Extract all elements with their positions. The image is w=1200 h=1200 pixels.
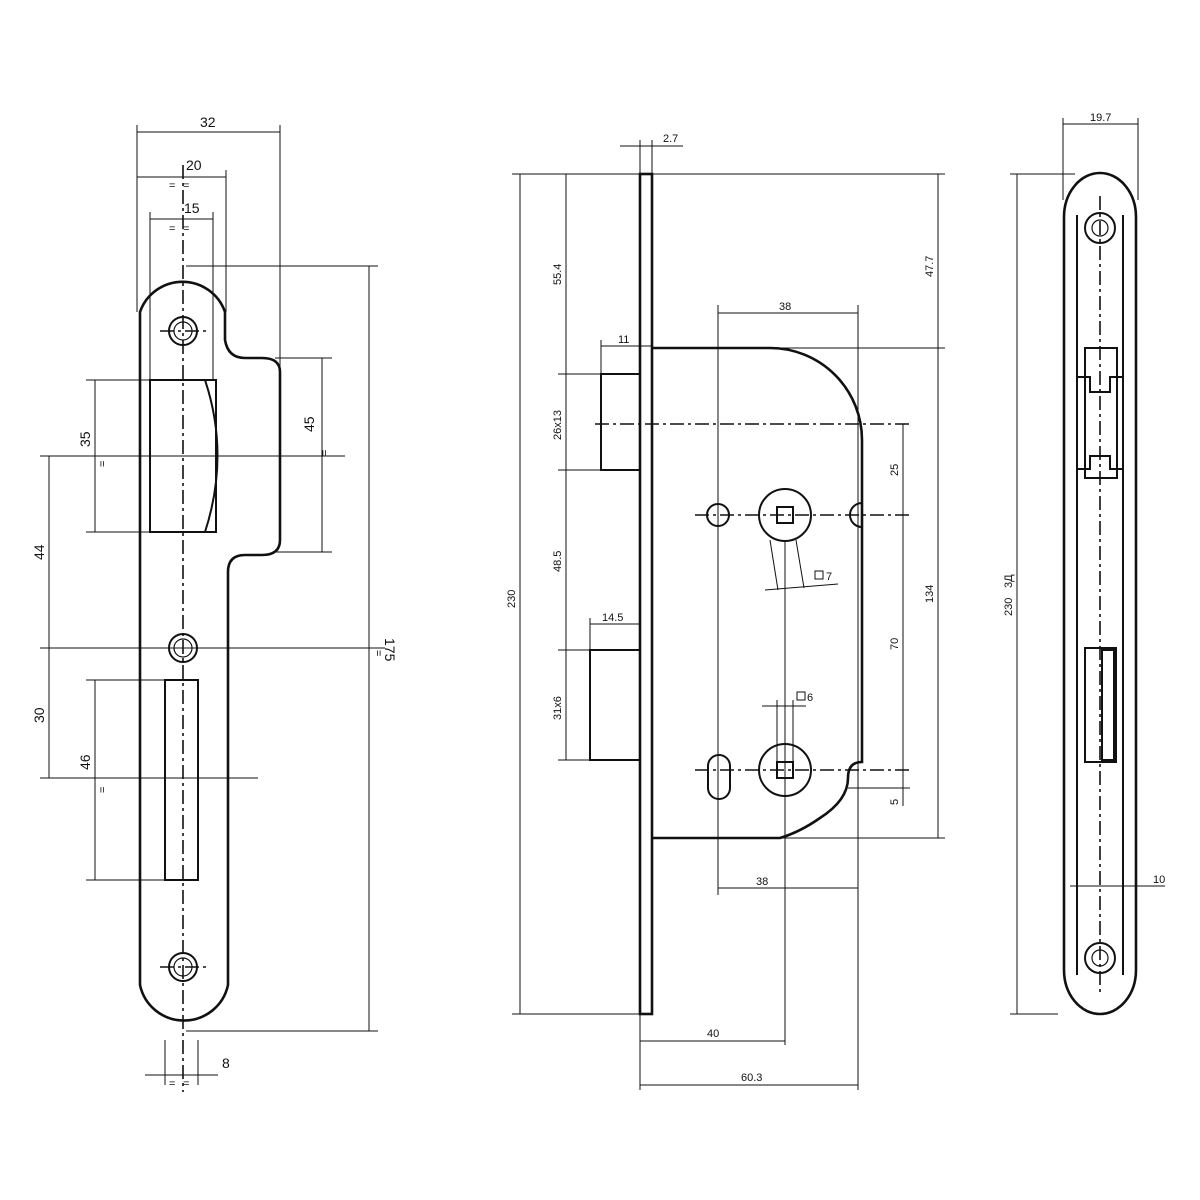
dim-175-label: 175: [382, 638, 398, 662]
dim-47-7-label: 47.7: [924, 256, 936, 277]
dim-38-bottom-label: 38: [756, 876, 768, 888]
dim-70-label: 70: [889, 638, 901, 650]
faceplate-screw-top-icon: [1084, 212, 1116, 244]
dim-8-equal-mark: =: [169, 1078, 175, 1090]
dim-46-label: 46: [77, 754, 93, 770]
faceplate-outline: [1062, 171, 1138, 1016]
dim-11-label: 11: [618, 334, 629, 346]
fixing-slot-lower-icon: [707, 754, 731, 800]
faceplate-screw-top-inner-icon: [1091, 219, 1109, 237]
dim-8-label: 8: [222, 1055, 230, 1071]
faceplate-side: [638, 172, 654, 1016]
dim-40-label: 40: [707, 1028, 719, 1040]
dim-25-label: 25: [889, 464, 901, 476]
square-7-symbol-icon: [814, 570, 824, 580]
dim-32-label: 32: [200, 114, 216, 130]
dim-38-top-label: 38: [779, 301, 791, 313]
dim-20-equal-mark: =: [169, 180, 175, 192]
dim-20-label: 20: [186, 157, 202, 173]
dim-60-3-label: 60.3: [741, 1072, 762, 1084]
dim-2-7-label: 2.7: [663, 133, 678, 145]
dim-20-equal-mark-2: =: [183, 180, 189, 192]
dim-square-7-label: 7: [826, 571, 832, 583]
dim-31x6-label: 31x6: [552, 696, 564, 720]
faceplate-screw-bottom-icon: [1084, 942, 1116, 974]
dim-15-equal-mark-2: =: [183, 223, 189, 235]
strike-plate-outline: [138, 280, 282, 1022]
dim-175-equal-mark: =: [372, 650, 384, 656]
faceplate-view: 19.7 230 3Д 10: [1003, 112, 1165, 1016]
dim-46-equal-mark: =: [97, 787, 109, 793]
latch-bolt: [600, 373, 641, 471]
dim-134-label: 134: [924, 585, 936, 603]
dim-230-right-note: 3Д: [1003, 574, 1015, 588]
dim-square-7-leader-a: [769, 539, 779, 591]
dim-45-equal-mark: =: [319, 450, 331, 456]
lock-case-outline: [652, 346, 864, 840]
dim-26x13-label: 26x13: [552, 410, 564, 440]
dim-55-4-label: 55.4: [552, 264, 564, 285]
dim-8-equal-mark-2: =: [183, 1078, 189, 1090]
dim-14-5-label: 14.5: [602, 612, 623, 624]
dim-230-right-label: 230: [1003, 598, 1015, 616]
latch-opening: [1084, 347, 1118, 479]
dim-35-label: 35: [77, 431, 93, 447]
dim-15-equal-mark: =: [169, 223, 175, 235]
dim-44-label: 44: [31, 544, 47, 560]
dim-45-label: 45: [301, 416, 317, 432]
dim-10-label: 10: [1153, 874, 1165, 886]
dim-square-7-leader-b: [795, 539, 805, 589]
dim-30-label: 30: [31, 707, 47, 723]
dim-48-5-label: 48.5: [552, 551, 564, 572]
strike-lower-slot: [164, 679, 199, 881]
dead-bolt-face: [1101, 649, 1115, 761]
dim-19-7-label: 19.7: [1090, 112, 1111, 124]
faceplate-screw-bottom-inner-icon: [1091, 949, 1109, 967]
square-6-symbol-icon: [796, 691, 806, 701]
dim-square-6-label: 6: [807, 692, 813, 704]
dim-15-label: 15: [184, 200, 200, 216]
dim-5-label: 5: [889, 799, 901, 805]
dim-230-label: 230: [506, 590, 518, 608]
strike-plate-view: 32 20 = = 15 = = 175 = 45 = 35 = 44: [31, 114, 398, 1092]
lock-body-view: 2.7 55.4 47.7 38 11 26x13 25 230 48.5 7 …: [506, 133, 945, 1090]
dim-35-equal-mark: =: [97, 461, 109, 467]
dead-bolt: [589, 649, 641, 761]
dead-bolt-opening: [1084, 647, 1117, 763]
dim-square-7-line: [764, 583, 839, 591]
latch-bolt-face: [1076, 376, 1124, 470]
